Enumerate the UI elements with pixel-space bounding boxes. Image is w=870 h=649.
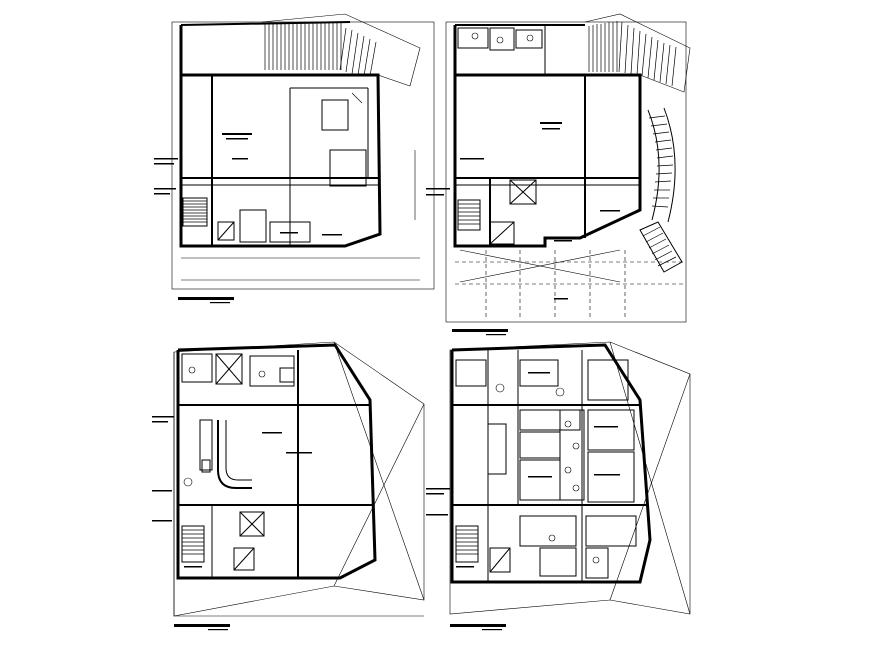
floor-plan-bottom-right (426, 341, 691, 631)
parking-grid (455, 249, 686, 320)
exterior-wall (453, 25, 642, 248)
elevator-shaft (489, 221, 515, 245)
equipment-room (321, 99, 349, 131)
curved-ramp (647, 107, 676, 223)
exterior-wall (450, 343, 652, 584)
toilet-room (489, 27, 515, 51)
staircase (457, 199, 481, 231)
kitchen (215, 353, 243, 385)
plan-title-bar (450, 624, 506, 627)
exterior-wall (179, 25, 382, 248)
floor-plan-bottom-left (152, 341, 425, 631)
floor-plan-top-right (426, 13, 691, 336)
site-boundary (584, 13, 691, 93)
staircase (182, 197, 208, 227)
room (587, 451, 635, 503)
bathroom (181, 353, 213, 383)
toilet-room (515, 29, 543, 49)
room (519, 515, 577, 547)
elevator-shaft (233, 547, 255, 571)
room (519, 431, 561, 459)
staircase (181, 525, 205, 563)
kitchen-counter (199, 419, 213, 471)
lobby-core (239, 511, 265, 537)
fixture (496, 36, 504, 44)
door-swing (351, 92, 363, 104)
plan-title-bar (178, 297, 234, 300)
elevator-shaft (217, 221, 235, 241)
bath-core (559, 409, 585, 501)
plan-title-bar (452, 329, 508, 332)
site-boundary (261, 13, 421, 87)
corridor-core (487, 423, 507, 475)
room (585, 515, 637, 547)
room (587, 359, 629, 401)
room (519, 359, 559, 387)
wall-top (180, 21, 351, 26)
plan-frame (445, 21, 687, 323)
room (519, 409, 581, 431)
elevator-shaft (489, 547, 511, 573)
ramp-hatch (588, 21, 677, 87)
door-swing (183, 477, 193, 487)
fixture (526, 34, 534, 42)
lower-ramp (639, 221, 683, 273)
room (455, 359, 487, 387)
bath (539, 547, 577, 577)
floor-plan-top-left (154, 13, 435, 304)
curved-counter (217, 420, 252, 489)
plan-title-bar (174, 624, 230, 627)
exterior-wall (176, 343, 377, 580)
mechanical-room (329, 149, 367, 187)
fixture (471, 32, 479, 40)
service-room (239, 209, 267, 243)
bath (585, 547, 609, 579)
lobby-core (509, 179, 537, 205)
staircase (455, 525, 479, 563)
closet (279, 367, 295, 383)
toilet-room (457, 27, 489, 49)
ramp-hatch (264, 22, 377, 77)
room (587, 409, 635, 451)
toilet-block (269, 221, 311, 243)
room (519, 459, 561, 501)
